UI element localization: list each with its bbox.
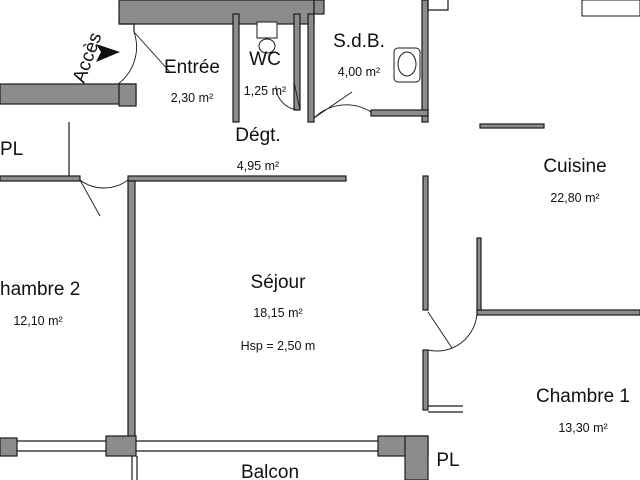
- wall-lower-left-fill: [118, 83, 137, 107]
- wall-sdb-right: [421, 0, 429, 123]
- entrance-arrow-icon: [96, 44, 120, 62]
- closet-right-label: PL: [436, 450, 459, 471]
- room-sejour-area: 18,15 m²: [253, 306, 302, 320]
- doors: [79, 31, 478, 352]
- room-cuisine-name: Cuisine: [543, 156, 606, 177]
- room-cuisine-area: 22,80 m²: [550, 191, 599, 205]
- stove: [581, 0, 640, 17]
- wc-bowl: [258, 38, 276, 54]
- wall-entry-left: [119, 23, 135, 32]
- fixtures: [256, 0, 640, 83]
- wall-top-right: [427, 0, 449, 11]
- wall-kitchen-horizontal: [476, 309, 640, 316]
- door-entrance: [117, 31, 171, 85]
- wall-bottom-right-2: [404, 435, 429, 480]
- door-chambre1: [427, 311, 478, 352]
- room-chambre1-name: Chambre 1: [536, 386, 630, 407]
- door-wc: [275, 81, 301, 111]
- wall-sejour-right-low: [422, 349, 429, 411]
- wc-toilet: [256, 21, 278, 39]
- room-balcon-name: Balcon: [241, 462, 299, 480]
- room-entree-area: 2,30 m²: [171, 91, 213, 105]
- sink-bowl: [397, 51, 417, 77]
- wall-bottom-left: [0, 437, 18, 457]
- room-chambre2-name: hambre 2: [0, 279, 80, 300]
- labels: Accès Entrée 2,30 m² WC 1,25 m² S.d.B. 4…: [0, 30, 630, 480]
- room-degt-name: Dégt.: [235, 125, 280, 146]
- room-sejour-name: Séjour: [251, 272, 307, 293]
- wall-sdb-left: [307, 13, 315, 123]
- room-chambre2-area: 12,10 m²: [13, 314, 62, 328]
- door-chambre2: [79, 179, 129, 217]
- wall-sejour-right: [422, 175, 429, 311]
- room-sdb-area: 4,00 m²: [338, 65, 380, 79]
- room-degt-area: 4,95 m²: [237, 159, 279, 173]
- room-wc-name: WC: [249, 49, 281, 70]
- door-sdb: [313, 91, 372, 119]
- wall-sdb-bottom: [370, 109, 429, 117]
- wall-top-sdb: [313, 0, 325, 15]
- wall-top-entrance: [118, 0, 315, 25]
- room-chambre1-area: 13,30 m²: [558, 421, 607, 435]
- room-entree-name: Entrée: [164, 57, 220, 78]
- wall-sejour-left: [127, 180, 136, 439]
- wall-kitchen-top: [479, 123, 545, 129]
- wall-hall-left: [0, 175, 81, 182]
- room-sdb-name: S.d.B.: [333, 31, 385, 52]
- wall-wc-left: [232, 13, 240, 123]
- wall-bottom-mid: [105, 435, 137, 457]
- wall-lower-left: [0, 83, 137, 105]
- room-sejour-height: Hsp = 2,50 m: [241, 339, 316, 353]
- room-wc-area: 1,25 m²: [244, 84, 286, 98]
- wall-hall-bottom: [127, 175, 347, 182]
- wall-kitchen-vertical: [476, 237, 482, 311]
- closet-left-label: PL: [0, 139, 23, 160]
